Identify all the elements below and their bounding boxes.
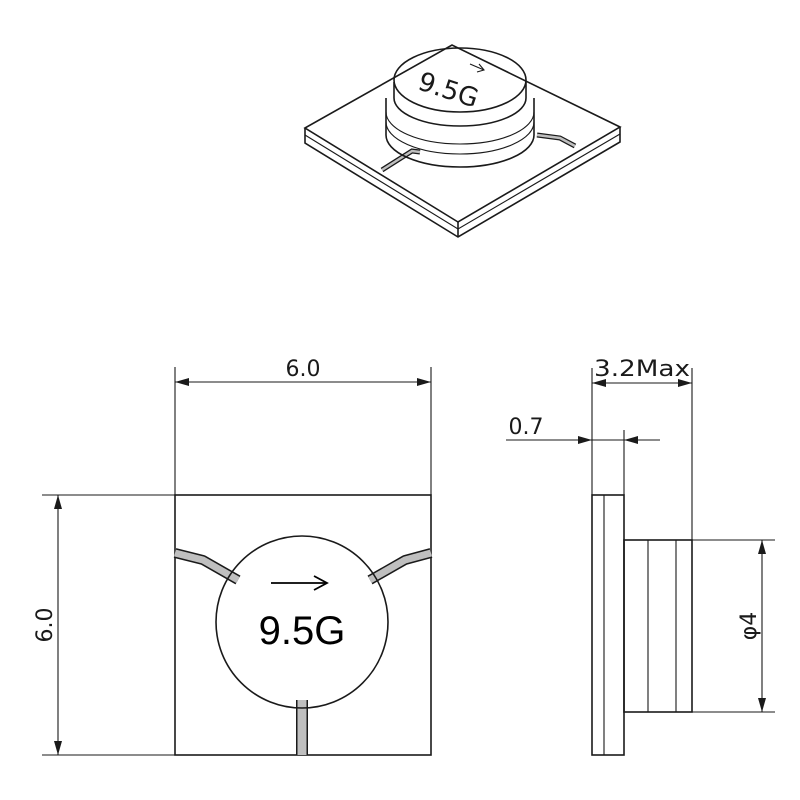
direction-arrow-icon: [271, 575, 329, 591]
trace-right: [367, 548, 433, 585]
top-view: 9.5G 6.0 6.0: [33, 357, 433, 756]
cap-circle: [215, 535, 389, 709]
side-view: 3.2Max 0.7 φ4: [506, 357, 775, 756]
thickness-dimension-label: 0.7: [509, 415, 544, 440]
trace-left: [173, 548, 241, 585]
width-dimension-label: 6.0: [286, 357, 321, 382]
isometric-view: 9.5G: [303, 44, 622, 238]
max-height-dimension-label: 3.2Max: [594, 357, 690, 382]
marking-text: 9.5G: [259, 609, 346, 653]
diameter-dimension-label: φ4: [737, 612, 762, 641]
height-dimension-label: 6.0: [33, 608, 58, 643]
